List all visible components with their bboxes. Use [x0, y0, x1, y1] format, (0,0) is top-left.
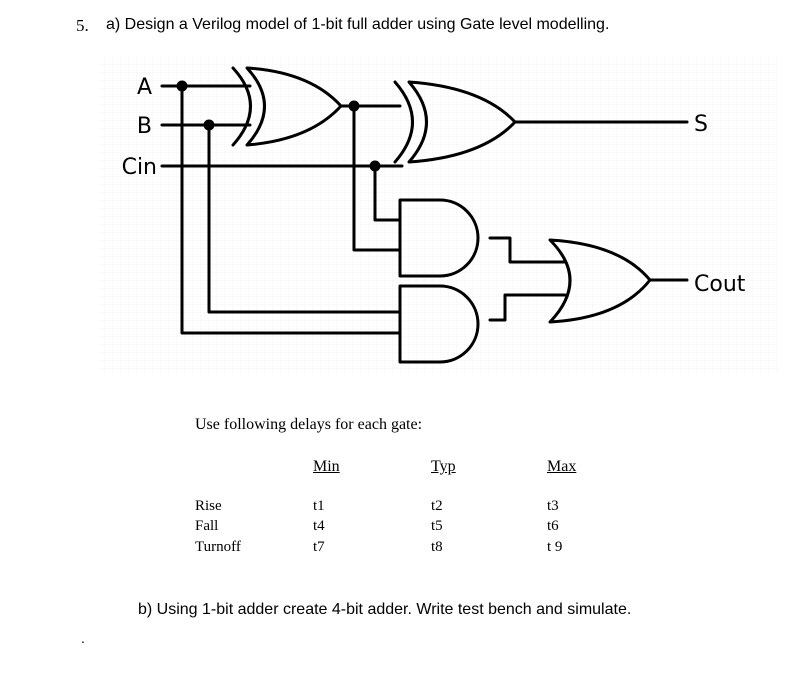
row-label-rise: Rise: [195, 498, 222, 514]
junction-b: [203, 119, 215, 131]
bullet-dot: .: [81, 630, 85, 646]
row-label-fall: Fall: [195, 518, 219, 534]
output-label-cout: Cout: [694, 272, 746, 297]
cell-fall-max: t6: [547, 518, 559, 534]
cell-rise-max: t3: [547, 498, 559, 514]
input-label-b: B: [137, 114, 152, 139]
wire-and2-out: [488, 293, 567, 322]
junction-a: [176, 80, 188, 92]
cell-turnoff-min: t7: [313, 539, 325, 555]
wire-and1-out: [488, 236, 567, 264]
xor-gate-2: [393, 80, 517, 164]
cell-fall-min: t4: [313, 518, 325, 534]
row-label-turnoff: Turnoff: [195, 539, 241, 555]
question-part-b: b) Using 1-bit adder create 4-bit adder.…: [138, 601, 632, 618]
input-label-cin: Cin: [122, 155, 157, 180]
cell-turnoff-typ: t8: [431, 539, 443, 555]
output-label-s: S: [694, 112, 708, 137]
diagram-grid-background: [100, 57, 777, 372]
header-typ: Typ: [431, 458, 456, 475]
or-gate: [548, 238, 652, 324]
cell-turnoff-max: t 9: [547, 539, 563, 555]
xor-gate-1: [231, 66, 343, 147]
question-number: 5.: [76, 16, 89, 35]
junction-cin: [369, 160, 381, 172]
and-gate-2: [398, 284, 480, 364]
junction-xor1: [348, 100, 360, 112]
delays-intro: Use following delays for each gate:: [195, 416, 423, 433]
cell-rise-typ: t2: [431, 498, 443, 514]
input-label-a: A: [137, 75, 152, 100]
and-gate-1: [398, 198, 480, 278]
cell-rise-min: t1: [313, 498, 325, 514]
full-adder-circuit-diagram: A B Cin S Cout: [100, 57, 777, 372]
wire-cin: [160, 164, 404, 222]
header-min: Min: [313, 458, 340, 475]
cell-fall-typ: t5: [431, 518, 443, 534]
header-max: Max: [547, 458, 577, 475]
question-part-a: a) Design a Verilog model of 1-bit full …: [106, 16, 610, 33]
